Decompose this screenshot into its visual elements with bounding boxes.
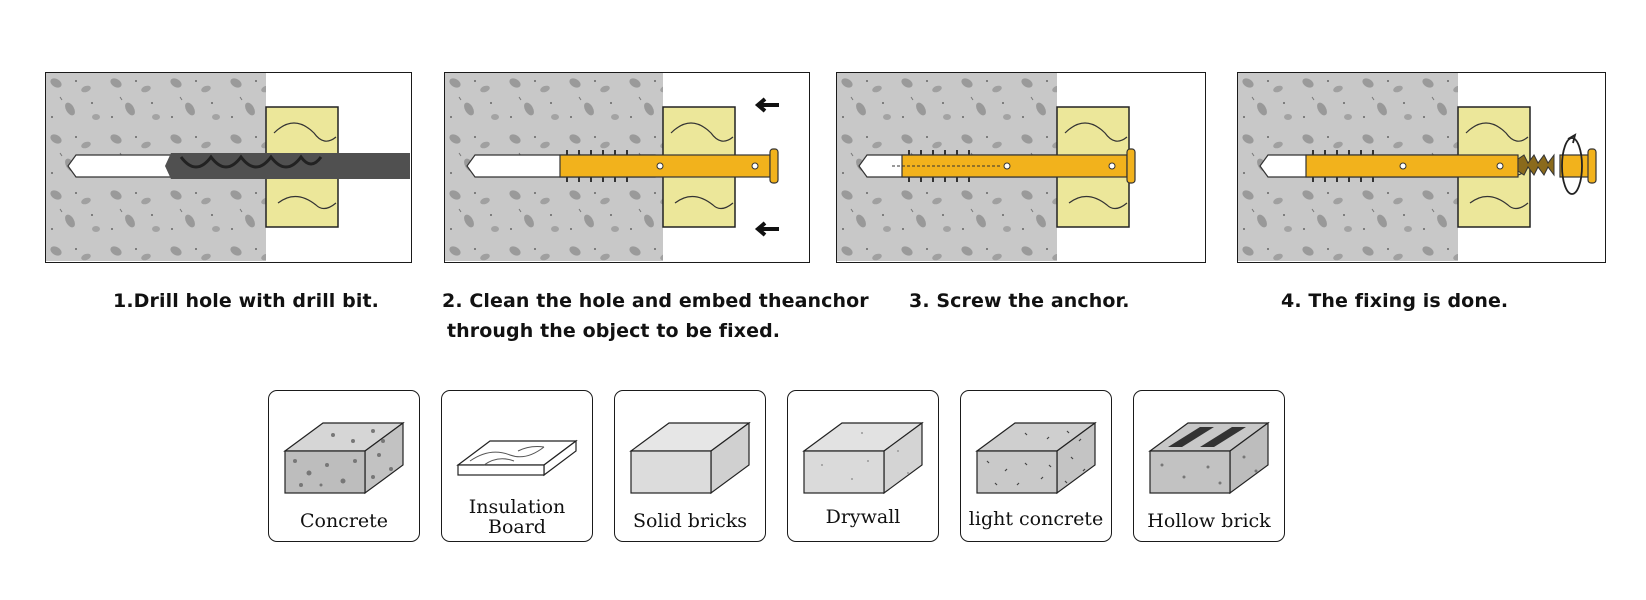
concrete-block-icon: [283, 421, 405, 495]
step-1-illustration: [46, 73, 410, 261]
material-card-solid-bricks: Solid bricks: [614, 390, 766, 542]
step-4-illustration: [1238, 73, 1597, 261]
material-label-hollow-brick: Hollow brick: [1147, 510, 1271, 532]
step-2-illustration: [445, 73, 779, 261]
step-4-panel: [1237, 72, 1606, 263]
hollow-brick-icon: [1148, 421, 1270, 495]
step-1-caption: 1.Drill hole with drill bit.: [113, 290, 379, 312]
material-card-light-concrete: light concrete: [960, 390, 1112, 542]
material-label-drywall: Drywall: [825, 506, 901, 528]
step-2-panel: [444, 72, 810, 263]
step-3-panel: [836, 72, 1206, 263]
material-card-drywall: Drywall: [787, 390, 939, 542]
material-label-insulation-board: Insulation Board: [468, 496, 566, 538]
material-card-concrete: Concrete: [268, 390, 420, 542]
material-label-light-concrete: light concrete: [968, 508, 1104, 530]
step-4-caption: 4. The fixing is done.: [1281, 290, 1509, 312]
drywall-block-icon: [802, 421, 924, 495]
step-1-panel: [45, 72, 412, 263]
light-concrete-block-icon: [975, 421, 1097, 495]
step-3-illustration: [837, 73, 1136, 261]
material-label-concrete: Concrete: [299, 510, 389, 532]
step-3-caption: 3. Screw the anchor.: [909, 290, 1130, 312]
material-card-insulation-board: Insulation Board: [441, 390, 593, 542]
step-2-caption-line-2: through the object to be fixed.: [447, 320, 781, 342]
step-2-caption-line-1: 2. Clean the hole and embed theanchor: [442, 290, 869, 312]
material-card-hollow-brick: Hollow brick: [1133, 390, 1285, 542]
step-2-caption: 2. Clean the hole and embed theanchor th…: [442, 286, 869, 346]
material-label-solid-bricks: Solid bricks: [632, 510, 748, 532]
insulation-board-icon: [456, 439, 578, 477]
solid-brick-icon: [629, 421, 751, 495]
